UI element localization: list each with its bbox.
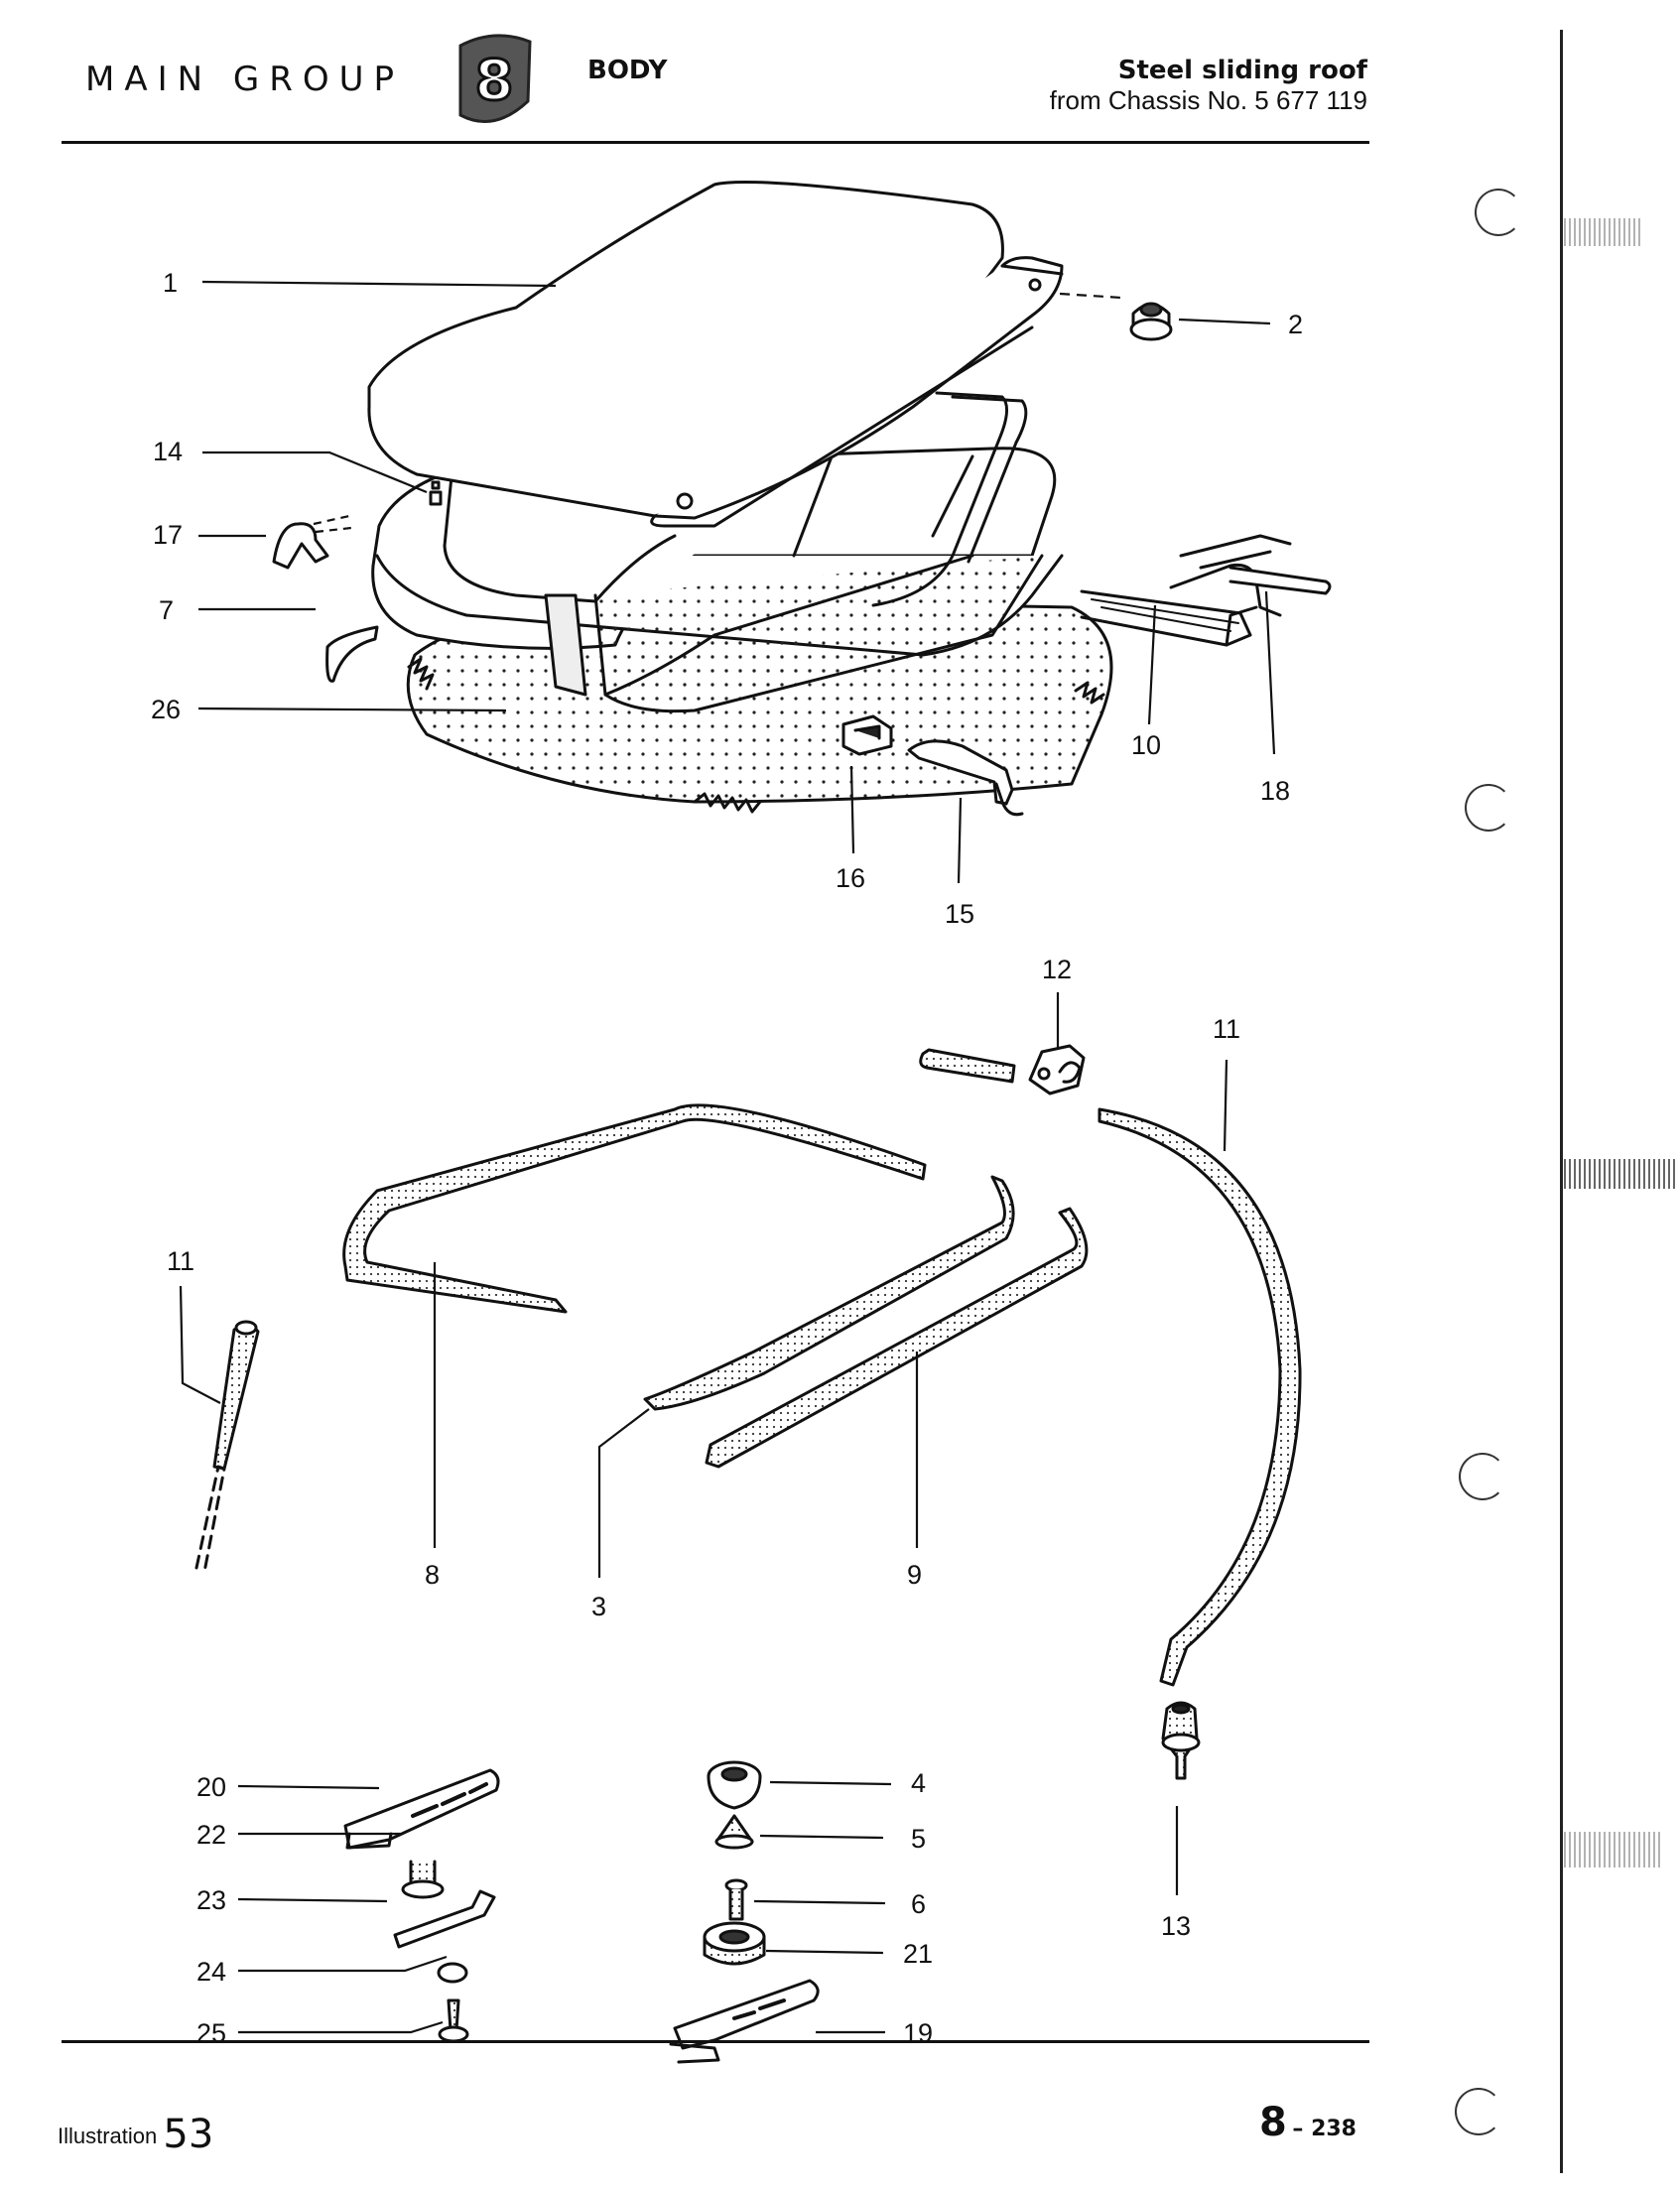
binder-ring-icon bbox=[1459, 1453, 1506, 1500]
part-9-rear-channel bbox=[705, 1207, 1089, 1469]
callout-11a: 11 bbox=[1213, 1014, 1240, 1044]
callout-2: 2 bbox=[1288, 310, 1303, 339]
part-21-knurled-nut bbox=[703, 1921, 766, 1966]
part-1-roof-panel bbox=[367, 181, 1064, 528]
callout-8: 8 bbox=[425, 1560, 440, 1590]
callout-labels: 1 2 14 17 7 26 10 18 16 15 12 11 11 8 3 … bbox=[151, 268, 1303, 2048]
callout-5: 5 bbox=[911, 1824, 926, 1854]
part-5-cone bbox=[714, 1814, 754, 1850]
part-12-cable-guide bbox=[919, 1044, 1086, 1095]
callout-22: 22 bbox=[196, 1820, 226, 1850]
part-20-slotted-plate bbox=[343, 1768, 500, 1850]
illustration-label: Illustration 53 bbox=[58, 2112, 213, 2157]
part-18-rod bbox=[1228, 566, 1332, 595]
callout-16: 16 bbox=[836, 863, 865, 893]
part-2-guide-knob bbox=[1129, 302, 1173, 341]
callout-18: 18 bbox=[1260, 776, 1290, 806]
leader-lines bbox=[179, 280, 1276, 2034]
part-13-cable-stop bbox=[1161, 1701, 1201, 1780]
callout-4: 4 bbox=[911, 1768, 926, 1798]
part-14-inner-panel bbox=[371, 391, 1064, 713]
part-11-cable-left bbox=[194, 1320, 260, 1574]
part-10-guide-rail bbox=[1080, 534, 1292, 647]
part-6-screw bbox=[724, 1878, 748, 1921]
part-25-screw bbox=[438, 1998, 469, 2043]
group-badge-icon: 8 bbox=[458, 34, 532, 123]
part-8-main-seal bbox=[342, 1103, 927, 1314]
callout-15: 15 bbox=[945, 899, 974, 929]
part-3-front-channel bbox=[643, 1175, 1015, 1411]
page-title: Steel sliding roof from Chassis No. 5 67… bbox=[1050, 56, 1367, 115]
page-index: – 238 bbox=[1292, 2117, 1357, 2141]
binder-ring-icon bbox=[1465, 784, 1512, 832]
title-line-1: Steel sliding roof bbox=[1117, 56, 1367, 85]
callout-10: 10 bbox=[1131, 730, 1161, 760]
callout-26: 26 bbox=[151, 695, 181, 724]
callout-9: 9 bbox=[907, 1560, 922, 1590]
callout-11b: 11 bbox=[167, 1246, 194, 1276]
scan-hatch-artifact bbox=[1564, 218, 1643, 246]
part-4-grommet bbox=[707, 1760, 762, 1810]
illustration-number: 53 bbox=[163, 2112, 214, 2157]
part-16-bracket bbox=[841, 714, 893, 756]
main-group-label: MAIN GROUP bbox=[85, 60, 404, 99]
callout-7: 7 bbox=[159, 595, 174, 625]
part-19-slotted-plate bbox=[669, 1979, 820, 2064]
part-7-seal-strip bbox=[325, 625, 379, 683]
part-11-cable-right bbox=[1098, 1107, 1302, 1687]
callout-1: 1 bbox=[163, 268, 178, 298]
callout-14: 14 bbox=[153, 437, 183, 466]
page-number: 8 – 238 bbox=[1259, 2100, 1357, 2145]
illustration-word: Illustration bbox=[58, 2124, 158, 2148]
title-line-2: from Chassis No. 5 677 119 bbox=[1049, 85, 1367, 115]
callout-17: 17 bbox=[153, 520, 183, 550]
part-17-clip bbox=[272, 522, 329, 570]
scan-hatch-artifact bbox=[1564, 1832, 1663, 1868]
callout-23: 23 bbox=[196, 1885, 226, 1915]
part-22-bolt bbox=[401, 1860, 445, 1899]
callout-20: 20 bbox=[196, 1772, 226, 1802]
page-group: 8 bbox=[1258, 2100, 1287, 2145]
part-15-bracket bbox=[907, 739, 1024, 817]
callout-24: 24 bbox=[196, 1957, 226, 1987]
section-label: BODY bbox=[587, 56, 668, 85]
group-number: 8 bbox=[475, 49, 514, 113]
callout-25: 25 bbox=[196, 2018, 226, 2048]
scan-hatch-artifact bbox=[1564, 1159, 1675, 1189]
callout-19: 19 bbox=[903, 2018, 933, 2048]
binder-ring-icon bbox=[1455, 2088, 1502, 2135]
callout-13: 13 bbox=[1161, 1911, 1191, 1941]
callout-3: 3 bbox=[591, 1592, 606, 1621]
footer-rule bbox=[62, 2040, 1369, 2043]
binder-ring-icon bbox=[1475, 189, 1522, 236]
part-23-strap bbox=[393, 1889, 496, 1949]
header-rule bbox=[62, 141, 1369, 144]
part-24-washer bbox=[437, 1962, 468, 1984]
callout-12: 12 bbox=[1042, 955, 1072, 984]
callout-21: 21 bbox=[903, 1939, 933, 1969]
callout-6: 6 bbox=[911, 1889, 926, 1919]
binder-edge-line bbox=[1560, 30, 1563, 2173]
